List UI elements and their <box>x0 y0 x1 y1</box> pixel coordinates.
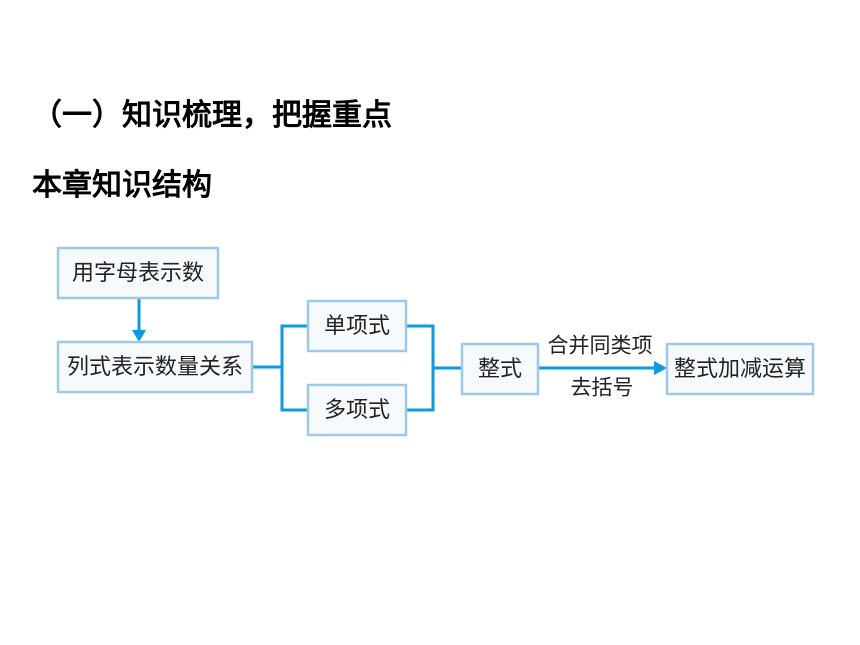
edge-branch-left <box>280 324 308 412</box>
node-monomial: 单项式 <box>306 299 408 353</box>
node-polynomial: 多项式 <box>306 383 408 437</box>
node-add-sub-label: 整式加减运算 <box>674 357 806 382</box>
node-letters: 用字母表示数 <box>56 246 220 300</box>
node-add-sub: 整式加减运算 <box>665 342 815 396</box>
node-polynomial-label: 多项式 <box>324 398 390 423</box>
edge-label-brackets: 去括号 <box>571 376 634 400</box>
node-relations-label: 列式表示数量关系 <box>67 355 243 380</box>
arrowhead-down <box>132 330 146 342</box>
section-subtitle: 本章知识结构 <box>32 168 212 203</box>
edge-label-combine: 合并同类项 <box>548 334 653 358</box>
diagram-edges <box>132 298 667 412</box>
node-integral-label: 整式 <box>478 357 522 382</box>
arrowhead-right <box>654 361 667 375</box>
node-relations: 列式表示数量关系 <box>56 340 254 394</box>
node-integral: 整式 <box>460 342 540 396</box>
edge-branch-right <box>406 324 435 412</box>
node-monomial-label: 单项式 <box>324 314 390 339</box>
node-letters-label: 用字母表示数 <box>72 261 204 286</box>
section-title: （一）知识梳理，把握重点 <box>32 98 392 133</box>
